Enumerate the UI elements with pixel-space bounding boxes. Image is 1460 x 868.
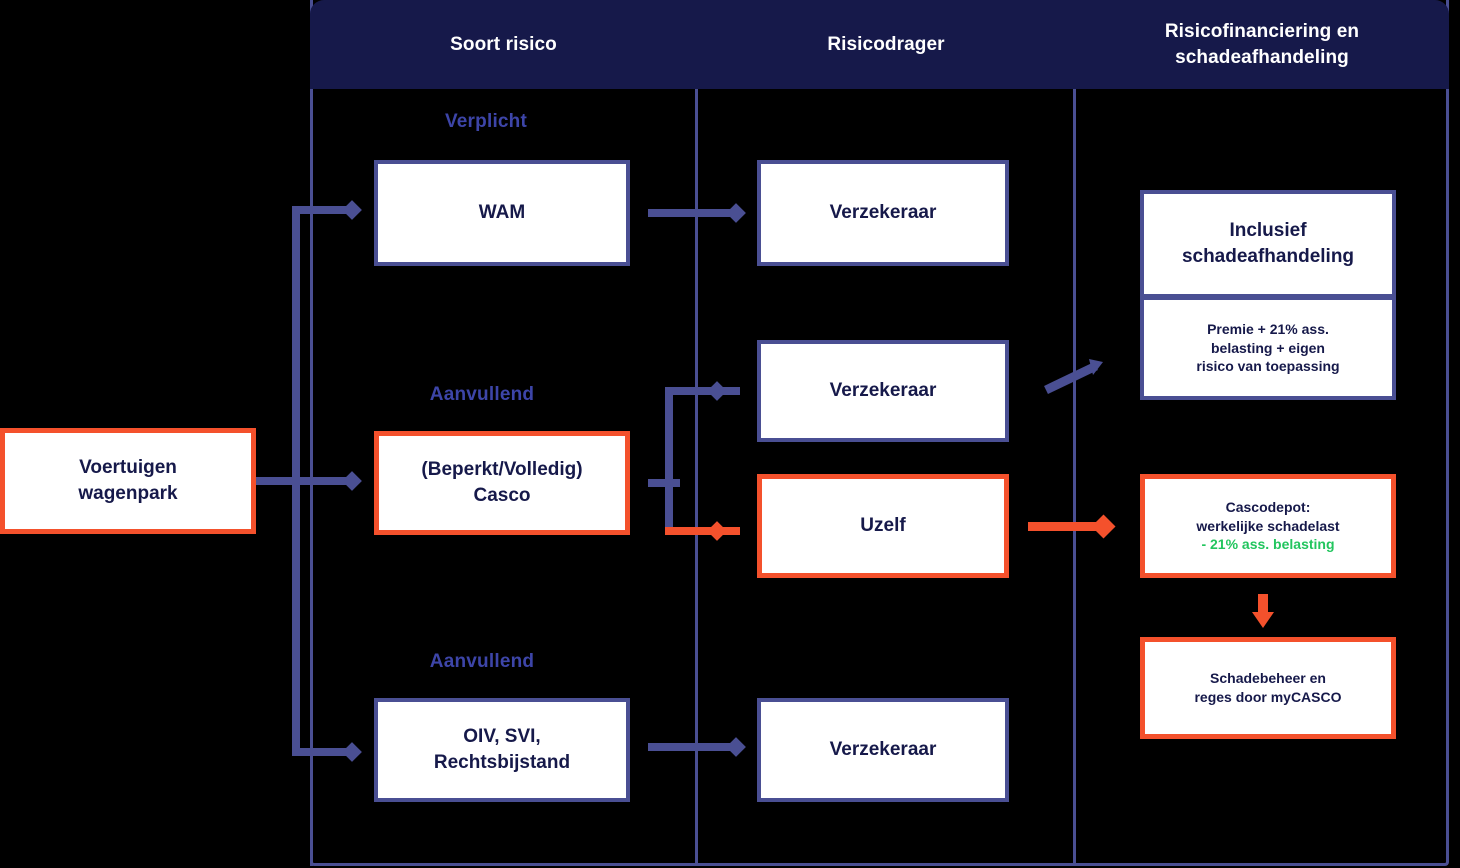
premie-line2: belasting + eigen bbox=[1211, 339, 1325, 356]
connector-wam-to-verzekeraar bbox=[648, 209, 740, 217]
cascodepot-line2: werkelijke schadelast bbox=[1196, 517, 1340, 534]
box-verzekeraar-oiv[interactable]: Verzekeraar bbox=[757, 698, 1009, 802]
schadebeheer-line2: reges door myCASCO bbox=[1194, 689, 1342, 705]
connector-casco-split-vertical bbox=[665, 387, 673, 535]
casco-line2: Casco bbox=[473, 485, 531, 506]
header-title-soort-risico: Soort risico bbox=[450, 33, 557, 55]
header-column-soort-risico: Soort risico bbox=[310, 0, 697, 89]
casco-line1: (Beperkt/Volledig) bbox=[421, 459, 583, 481]
voertuigen-line1: Voertuigen bbox=[79, 457, 177, 479]
schadebeheer-line1: Schadebeheer en bbox=[1210, 670, 1326, 687]
header-title-risicodrager: Risicodrager bbox=[827, 33, 945, 55]
box-verzekeraar-wam[interactable]: Verzekeraar bbox=[757, 160, 1009, 266]
box-oiv-svi-rechtsbijstand[interactable]: OIV, SVI, Rechtsbijstand bbox=[374, 698, 630, 802]
box-casco[interactable]: (Beperkt/Volledig) Casco bbox=[374, 431, 630, 535]
premie-line3: risico van toepassing bbox=[1196, 358, 1340, 375]
box-verzekeraar-casco[interactable]: Verzekeraar bbox=[757, 340, 1009, 442]
oiv-line2: Rechtsbijstand bbox=[433, 752, 571, 773]
stage-label-aanvullend-oiv: Aanvullend bbox=[429, 651, 535, 672]
inclusief-line1: Inclusief bbox=[1229, 220, 1307, 242]
column-divider-2 bbox=[695, 89, 698, 866]
header-title-risicofinanciering-line2: schadeafhandeling bbox=[1175, 46, 1349, 68]
connector-casco-to-uzelf bbox=[665, 527, 740, 535]
box-inclusief-schadeafhandeling[interactable]: Inclusief schadeafhandeling bbox=[1140, 190, 1396, 298]
uzelf-label: Uzelf bbox=[860, 515, 906, 537]
connector-trunk-vertical bbox=[292, 206, 300, 756]
wam-label: WAM bbox=[478, 202, 526, 224]
connector-to-wam bbox=[292, 206, 356, 214]
header-title-risicofinanciering-line1: Risicofinanciering en bbox=[1164, 20, 1360, 42]
connector-oiv-to-verzekeraar bbox=[648, 743, 740, 751]
header-column-risicodrager: Risicodrager bbox=[697, 0, 1075, 89]
box-cascodepot[interactable]: Cascodepot: werkelijke schadelast - 21% … bbox=[1140, 474, 1396, 578]
inclusief-line2: schadeafhandeling bbox=[1181, 246, 1355, 267]
verzekeraar-oiv-label: Verzekeraar bbox=[829, 739, 937, 761]
header-column-risicofinanciering: Risicofinanciering en schadeafhandeling bbox=[1075, 0, 1449, 89]
cascodepot-line1: Cascodepot: bbox=[1225, 498, 1311, 515]
box-voertuigen-wagenpark[interactable]: Voertuigen wagenpark bbox=[0, 428, 256, 534]
verzekeraar-wam-label: Verzekeraar bbox=[829, 202, 937, 224]
connector-casco-to-verzekeraar bbox=[665, 387, 740, 395]
header-bar bbox=[310, 0, 1449, 89]
stage-label-aanvullend-casco: Aanvullend bbox=[429, 384, 535, 405]
premie-line1: Premie + 21% ass. bbox=[1207, 320, 1329, 337]
connector-source-horizontal bbox=[256, 477, 356, 485]
voertuigen-line2: wagenpark bbox=[78, 483, 178, 504]
column-divider-3 bbox=[1073, 89, 1076, 866]
box-premie-details[interactable]: Premie + 21% ass. belasting + eigen risi… bbox=[1140, 296, 1396, 400]
box-uzelf[interactable]: Uzelf bbox=[757, 474, 1009, 578]
connector-uzelf-to-cascodepot bbox=[1028, 522, 1106, 531]
connector-casco-stub bbox=[648, 479, 680, 487]
oiv-line1: OIV, SVI, bbox=[463, 726, 541, 748]
box-wam[interactable]: WAM bbox=[374, 160, 630, 266]
box-schadebeheer[interactable]: Schadebeheer en reges door myCASCO bbox=[1140, 637, 1396, 739]
verzekeraar-casco-label: Verzekeraar bbox=[829, 380, 937, 402]
cascodepot-line3: - 21% ass. belasting bbox=[1201, 536, 1335, 553]
stage-label-verplicht: Verplicht bbox=[444, 111, 528, 132]
connector-to-oiv bbox=[292, 748, 356, 756]
